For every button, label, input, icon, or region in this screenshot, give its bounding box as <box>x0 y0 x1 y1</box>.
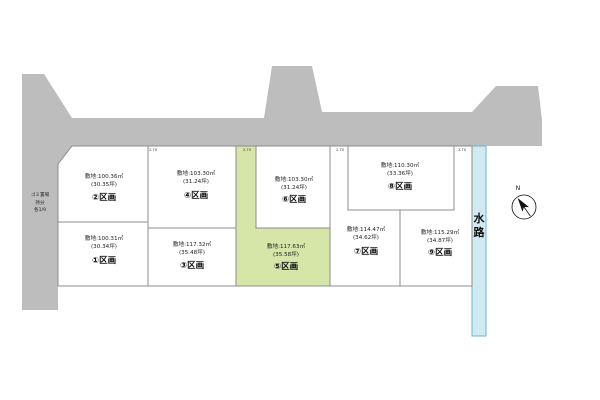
lot-7-name: ⑦区画 <box>354 247 378 257</box>
lot-3-area: 敷地:117.32㎡ <box>173 240 212 248</box>
lot-8-area: 敷地:110.30㎡ <box>381 161 420 169</box>
water-label-1: 水 <box>474 211 486 225</box>
dim-label-3: 2.70 <box>336 148 345 152</box>
lot-8-tsubo: (33.36坪) <box>387 169 413 177</box>
lot-7-tsubo: (34.62坪) <box>353 233 379 241</box>
dim-label-4: 2.70 <box>458 148 467 152</box>
north-label: N <box>516 185 521 192</box>
water-channel <box>471 145 487 337</box>
lot-7-area: 敷地:114.47㎡ <box>347 225 386 233</box>
lot-6-tsubo: (31.24坪) <box>281 183 307 191</box>
lot-2-tsubo: (30.35坪) <box>91 180 117 188</box>
lot-6-name: ⑥区画 <box>282 195 306 205</box>
lot-3-tsubo: (35.48坪) <box>179 248 205 256</box>
lot-2-area: 敷地:100.36㎡ <box>85 172 124 180</box>
lot-1-area: 敷地:100.31㎡ <box>85 234 124 242</box>
lot-8-name: ⑧区画 <box>388 182 412 192</box>
water-label-2: 路 <box>474 225 486 239</box>
lot-4-area: 敷地:103.30㎡ <box>177 169 216 177</box>
lot-3-name: ③区画 <box>180 261 204 271</box>
lot-4-tsubo: (31.24坪) <box>183 177 209 185</box>
lot-9-name: ⑨区画 <box>428 248 452 258</box>
lot-4-name: ④区画 <box>184 191 208 201</box>
lot-9 <box>399 145 473 287</box>
lot-8 <box>347 145 455 211</box>
road <box>22 66 542 310</box>
lot-3 <box>147 227 237 287</box>
lot-5-tsubo: (35.58坪) <box>273 250 299 258</box>
lot-5-area: 敷地:117.63㎡ <box>267 242 306 250</box>
lot-1 <box>57 221 149 287</box>
lot-5-name: ⑤区画 <box>274 262 298 272</box>
lot-9-tsubo: (34.87坪) <box>427 236 453 244</box>
dim-label-2: 2.70 <box>243 148 252 152</box>
garbage-label-3: 各1/9 <box>34 206 46 213</box>
lot-6-area: 敷地:103.30㎡ <box>275 175 314 183</box>
lot-4 <box>147 145 237 229</box>
lot-1-tsubo: (30.34坪) <box>91 242 117 250</box>
garbage-label-1: ゴミ置場 <box>31 191 50 198</box>
north-arrow-icon <box>511 194 537 220</box>
garbage-label-2: 持分 <box>35 199 45 206</box>
lot-1-name: ①区画 <box>92 256 116 266</box>
dim-label-1: 2.70 <box>149 148 158 152</box>
lot-9-area: 敷地:115.29㎡ <box>421 228 460 236</box>
lot-2-name: ②区画 <box>92 193 116 203</box>
